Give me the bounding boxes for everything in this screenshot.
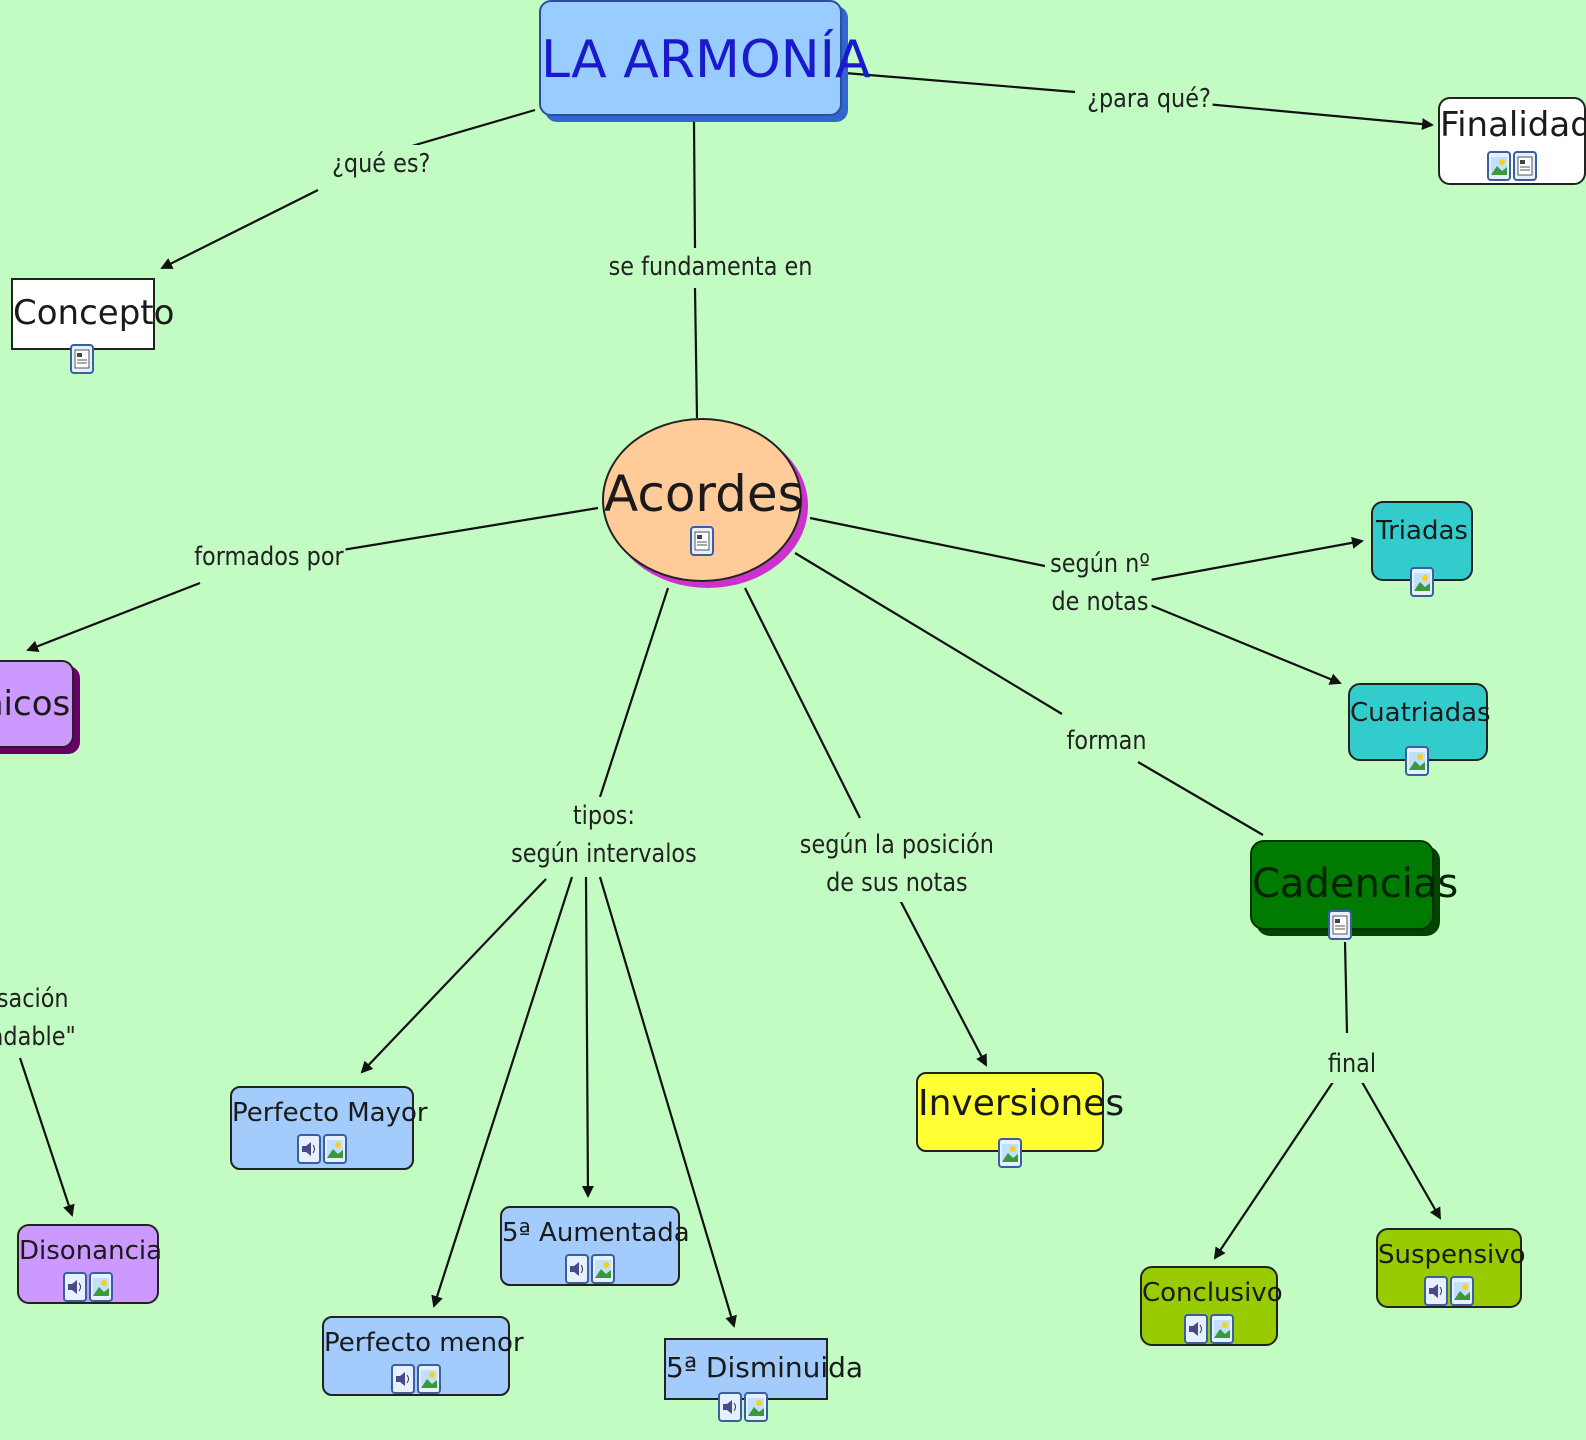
edge-root-fundamenta: [692, 121, 697, 249]
edge-quees-concepto: [160, 189, 319, 269]
edge-segun-cuatriadas: [1149, 603, 1342, 685]
edge-acordes-posicion: [744, 587, 861, 819]
edge-acordes-tipos: [598, 587, 670, 798]
edge-tipos-disminuida: [598, 876, 737, 1328]
node-5-disminuida-label: 5ª Disminuida: [666, 1351, 864, 1384]
edge-root-quees: [404, 108, 536, 150]
link-se-fundamenta: se fundamenta en: [606, 248, 815, 286]
node-disonancia[interactable]: Disonancia: [17, 1224, 163, 1304]
image-icon[interactable]: [998, 1138, 1022, 1168]
image-icon[interactable]: [417, 1364, 441, 1394]
node-concepto[interactable]: Concepto: [11, 278, 175, 350]
node-disonancia-label: Disonancia: [19, 1236, 163, 1266]
node-perfecto-menor[interactable]: Perfecto menor: [322, 1316, 524, 1396]
node-triadas-label: Triadas: [1376, 516, 1468, 546]
node-inversiones-label: Inversiones: [918, 1083, 1125, 1124]
node-cadencias-label: Cadencias: [1252, 861, 1459, 907]
speaker-icon[interactable]: [718, 1392, 742, 1422]
edge-segun-triadas: [1149, 536, 1364, 582]
edge-tipos-pmayor: [360, 878, 547, 1074]
edge-root-paraque: [844, 71, 1076, 94]
disminuida-icons: [718, 1392, 768, 1422]
node-perfecto-mayor-label: Perfecto Mayor: [232, 1098, 428, 1128]
speaker-icon[interactable]: [297, 1134, 321, 1164]
link-que-es: ¿qué es?: [330, 145, 433, 183]
edge-acordes-forman: [794, 552, 1063, 715]
speaker-icon[interactable]: [565, 1254, 589, 1284]
speaker-icon[interactable]: [1184, 1314, 1208, 1344]
node-5-aumentada[interactable]: 5ª Aumentada: [500, 1206, 690, 1286]
edge-cadencias-final: [1343, 941, 1349, 1034]
document-icon[interactable]: [690, 526, 714, 556]
node-finalidad-label: Finalidad: [1440, 105, 1586, 145]
node-la-armonia-label: LA ARMONÍA: [541, 30, 871, 90]
edge-sensacion-disonancia: [18, 1057, 75, 1217]
node-la-armonia[interactable]: LA ARMONÍA: [539, 0, 871, 116]
node-concepto-label: Concepto: [13, 293, 175, 333]
image-icon[interactable]: [1450, 1276, 1474, 1306]
link-sensacion: sación adable": [0, 980, 78, 1056]
link-tipos: tipos: según intervalos: [509, 797, 699, 873]
node-acordes[interactable]: Acordes: [602, 418, 804, 582]
node-acordes-label: Acordes: [604, 465, 804, 523]
edge-forman-cadencias: [1137, 761, 1264, 836]
node-conclusivo[interactable]: Conclusivo: [1140, 1266, 1283, 1346]
node-cuatriadas-label: Cuatriadas: [1350, 698, 1491, 728]
link-final: final: [1326, 1045, 1378, 1083]
image-icon[interactable]: [744, 1392, 768, 1422]
image-icon[interactable]: [1410, 567, 1434, 597]
speaker-icon[interactable]: [1424, 1276, 1448, 1306]
speaker-icon[interactable]: [63, 1272, 87, 1302]
node-perfecto-mayor[interactable]: Perfecto Mayor: [230, 1086, 428, 1170]
node-finalidad[interactable]: Finalidad: [1438, 97, 1586, 185]
image-icon[interactable]: [323, 1134, 347, 1164]
edge-final-conclusivo: [1213, 1081, 1334, 1260]
edge-tipos-pmenor: [431, 876, 574, 1308]
node-armonicos[interactable]: nicos: [0, 660, 74, 748]
image-icon[interactable]: [591, 1254, 615, 1284]
speaker-icon[interactable]: [391, 1364, 415, 1394]
edge-paraque-finalidad: [1194, 101, 1434, 131]
node-suspensivo[interactable]: Suspensivo: [1376, 1228, 1526, 1308]
image-icon[interactable]: [89, 1272, 113, 1302]
image-icon[interactable]: [1405, 746, 1429, 776]
link-segun-posicion: según la posición de sus notas: [798, 826, 996, 902]
node-suspensivo-label: Suspensivo: [1378, 1240, 1526, 1270]
node-conclusivo-label: Conclusivo: [1142, 1278, 1283, 1308]
node-5-aumentada-label: 5ª Aumentada: [502, 1218, 690, 1248]
edge-acordes-formados: [329, 506, 599, 554]
document-icon[interactable]: [1513, 151, 1537, 181]
edge-tipos-aumentada: [581, 876, 594, 1198]
edge-acordes-segun: [809, 516, 1046, 568]
link-forman: forman: [1064, 722, 1149, 760]
document-icon[interactable]: [70, 344, 94, 374]
link-segun-notas: según nº de notas: [1048, 545, 1152, 621]
edge-fundamenta-acordes: [693, 287, 699, 419]
link-para-que: ¿para qué?: [1085, 80, 1213, 118]
document-icon[interactable]: [1328, 910, 1352, 940]
node-perfecto-menor-label: Perfecto menor: [324, 1328, 524, 1358]
image-icon[interactable]: [1210, 1314, 1234, 1344]
edge-formados-armonicos: [26, 581, 201, 652]
image-icon[interactable]: [1487, 151, 1511, 181]
link-formados-por: formados por: [192, 538, 346, 576]
node-5-disminuida[interactable]: 5ª Disminuida: [664, 1338, 864, 1400]
edge-posicion-inversiones: [899, 899, 987, 1067]
edge-final-suspensivo: [1361, 1081, 1441, 1220]
node-armonicos-label: nicos: [0, 684, 71, 724]
